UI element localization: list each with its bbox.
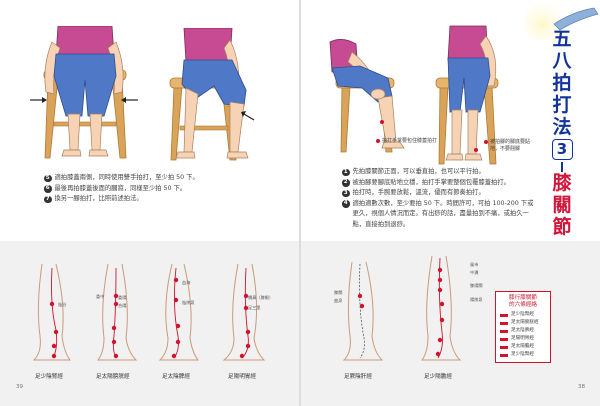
meridian-diagram-right [342,255,462,361]
illustration-back-knee-tapping [169,28,255,161]
point-label: 陽陵泉 [470,297,483,302]
legend-title: 膝行膝關節 的六條經絡 [500,295,546,309]
meridian-legend: 膝行膝關節 的六條經絡 足少陰腎經 足太陽膀胱經 足太陰脾經 足陽明胃經 足太陽… [495,291,551,363]
step-number: 2 [342,179,350,187]
step-item: 5 適拍膝蓋兩側，同時使用雙手拍打，至少拍 50 下。 [44,173,284,184]
legend-item: 足陽明胃經 [500,335,546,343]
left-step-list: 5 適拍膝蓋兩側，同時使用雙手拍打，至少拍 50 下。 6 最後再拍膝蓋後面的膕… [44,173,284,205]
legend-item: 足少陰腎經 [500,311,546,319]
point-label: 犢鼻（膝眼） [248,295,274,300]
step-text: 先拍膝關節正面，可以垂直拍，也可以平行拍。 [352,168,485,175]
point-label: 曲泉 [334,298,343,303]
title-char: 八 [552,50,572,72]
legend-item: 足太陽膽經 [500,343,546,351]
step-number: 7 [44,195,52,204]
point-label: 委中 [96,294,105,299]
step-item: 6 最後再拍膝蓋後面的膕窩，同樣至少拍 50 下。 [44,184,284,195]
legend-label: 足太陽膀胱經 [511,320,539,325]
legend-swatch [500,353,508,357]
step-text: 適拍適數次數，至少要拍 50 下。時間許可，可拍 100-200 下或更久，視個… [352,199,534,228]
meridian-label: 足太陰脾經 [162,374,190,380]
point-label: 足三里 [248,305,261,310]
legend-item: 足太陰脾經 [500,327,546,335]
point-label: 陰陵泉 [182,300,195,305]
title-divider [561,162,563,172]
title-number-badge: 3 [551,139,573,160]
title-char: 五 [552,28,572,50]
illustration-seated-feet-flat [435,25,499,165]
meridian-label: 足少陽膽經 [424,374,452,380]
hand-glow-icon [524,0,599,40]
title-char: 拍 [552,72,572,94]
subtitle-char: 節 [552,216,572,238]
point-label: 中瀆 [470,270,479,275]
title-char: 打 [552,94,572,116]
callout-text: 被拍腳的腳底要貼地，不要翹腳 [490,139,531,152]
meridian-diagram-left [32,263,266,361]
marker-dot [484,140,488,145]
page-number-left: 39 [16,384,24,390]
legend-item: 足太陽膀胱經 [500,319,546,327]
illustration-side-tapping [30,26,138,159]
legend-label: 足陽明胃經 [511,336,534,341]
title-char: 法 [552,116,572,138]
step-number: 6 [44,185,52,193]
point-label: 風市 [470,262,479,267]
meridian-label: 足少陰腎經 [35,374,63,380]
legend-item: 足少陰腎經 [500,351,546,359]
legend-label: 足少陰腎經 [511,352,534,357]
right-step-list: 1 先拍膝關節正面，可以垂直拍，也可以平行拍。 2 被拍腳要腳底貼地立穩，拍打手… [342,167,536,231]
meridian-label: 足太陽膀胱經 [96,374,130,380]
point-label: 合陽 [118,303,127,308]
subtitle-char: 關 [552,194,572,216]
meridian-label: 足厥陰肝經 [344,374,372,380]
point-label: 陰谷 [58,302,67,307]
chapter-title: 五 八 拍 打 法 3 膝 關 節 [545,28,579,238]
step-item: 3 拍打時，手腕要放鬆，溫流，優而有節奏拍打。 [342,188,536,199]
legend-swatch [500,329,508,333]
step-text: 最後再拍膝蓋後面的膕窩，同樣至少拍 50 下。 [54,184,187,192]
step-item: 1 先拍膝關節正面，可以垂直拍，也可以平行拍。 [342,167,536,178]
point-label: 膝陽關 [470,283,483,288]
page-gutter [299,0,301,406]
legend-title-line: 膝行膝關節 [509,295,537,301]
legend-label: 足太陰脾經 [511,328,534,333]
meridian-label: 足陽明胃經 [228,374,256,380]
callout-palm-cover: 拍打手掌要包住膝蓋拍打 [376,138,446,145]
legend-title-line: 的六條經絡 [509,302,537,308]
legend-label: 足太陽膽經 [511,344,534,349]
marker-dot [376,139,380,144]
callout-feet-flat: 被拍腳的腳底要貼地，不要翹腳 [484,139,530,152]
point-label: 膝關 [334,290,343,295]
callout-text: 拍打手掌要包住膝蓋拍打 [382,138,438,144]
meridian-panel-left [0,241,299,406]
step-text: 適拍膝蓋兩側，同時使用雙手拍打，至少拍 50 下。 [54,174,199,181]
legend-swatch [500,321,508,325]
step-item: 7 換另一腳拍打，比照前述拍法。 [44,194,284,205]
point-label: 血海 [182,280,191,285]
step-item: 2 被拍腳要腳底貼地立穩，拍打手掌要整個包覆膝蓋拍打。 [342,178,536,189]
legend-swatch [500,345,508,349]
page-number-right: 38 [578,384,586,390]
step-number: 3 [342,189,350,198]
step-item: 4 適拍適數次數，至少要拍 50 下。時間許可，可拍 100-200 下或更久，… [342,199,536,231]
legend-swatch [500,313,508,317]
step-number: 4 [342,200,350,208]
illustration-front-knee-tapping [329,39,405,153]
legend-swatch [500,337,508,341]
point-label: 委陽 [118,295,127,300]
subtitle-char: 膝 [552,172,572,194]
step-number: 1 [342,168,350,176]
step-text: 拍打時，手腕要放鬆，溫流，優而有節奏拍打。 [352,189,485,197]
step-number: 5 [44,174,52,182]
step-text: 被拍腳要腳底貼地立穩，拍打手掌要整個包覆膝蓋拍打。 [352,178,510,186]
legend-label: 足少陰腎經 [511,312,534,317]
step-text: 換另一腳拍打，比照前述拍法。 [54,195,143,203]
